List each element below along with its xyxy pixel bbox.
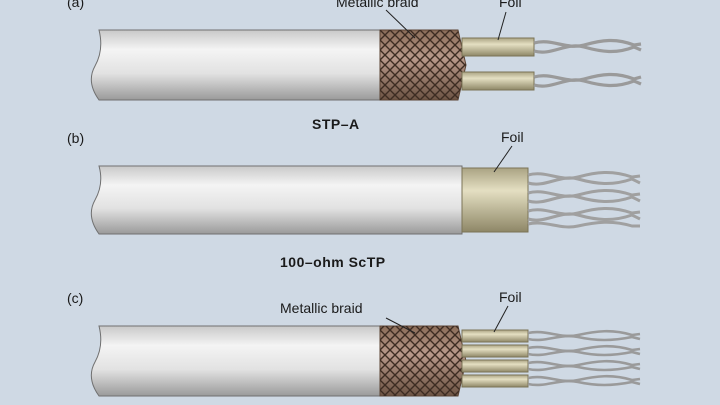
panel-label-b: (b) [67,130,85,146]
caption-a: STP–A [312,116,360,132]
foil-shield-c-1 [461,329,529,343]
braid-label-a: Metallic braid [336,0,419,10]
foil-shield-a-1 [461,37,535,57]
panel-label-a: (a) [67,0,85,10]
cable-jacket-a [90,29,381,101]
metallic-braid-a [379,29,467,101]
twisted-pair-b-4 [527,220,640,229]
twisted-pair-a-2 [533,72,642,88]
foil-shield-a-2 [461,71,535,91]
twisted-pair-a-1 [533,38,642,54]
foil-shield-c-4 [461,374,529,388]
twisted-pair-b-1 [527,171,641,186]
leader-foil-c [493,305,509,333]
leader-braid-a [385,9,416,39]
cable-jacket-b [90,165,463,235]
leader-foil-b [493,145,513,173]
leader-braid-c [385,317,416,334]
twisted-pair-b-3 [527,207,641,222]
twisted-pair-c-2 [527,344,641,357]
twisted-pair-c-1 [527,329,641,342]
foil-shield-b [461,167,529,233]
diagram-b [90,145,641,235]
twisted-pair-c-3 [527,359,641,372]
leader-foil-a [497,11,507,41]
foil-label-b: Foil [501,129,524,145]
twisted-pair-b-2 [527,189,641,204]
twisted-pair-c-4 [527,374,641,387]
foil-label-a: Foil [499,0,522,10]
foil-label-c: Foil [499,289,522,305]
caption-b: 100–ohm ScTP [280,254,386,270]
cable-jacket-c [90,325,381,397]
panel-label-c: (c) [67,290,84,306]
foil-shield-c-2 [461,344,529,358]
metallic-braid-c [379,325,467,397]
braid-label-c: Metallic braid [280,300,363,316]
diagram-c [90,305,641,397]
foil-shield-c-3 [461,359,529,373]
diagram-a [90,9,642,101]
